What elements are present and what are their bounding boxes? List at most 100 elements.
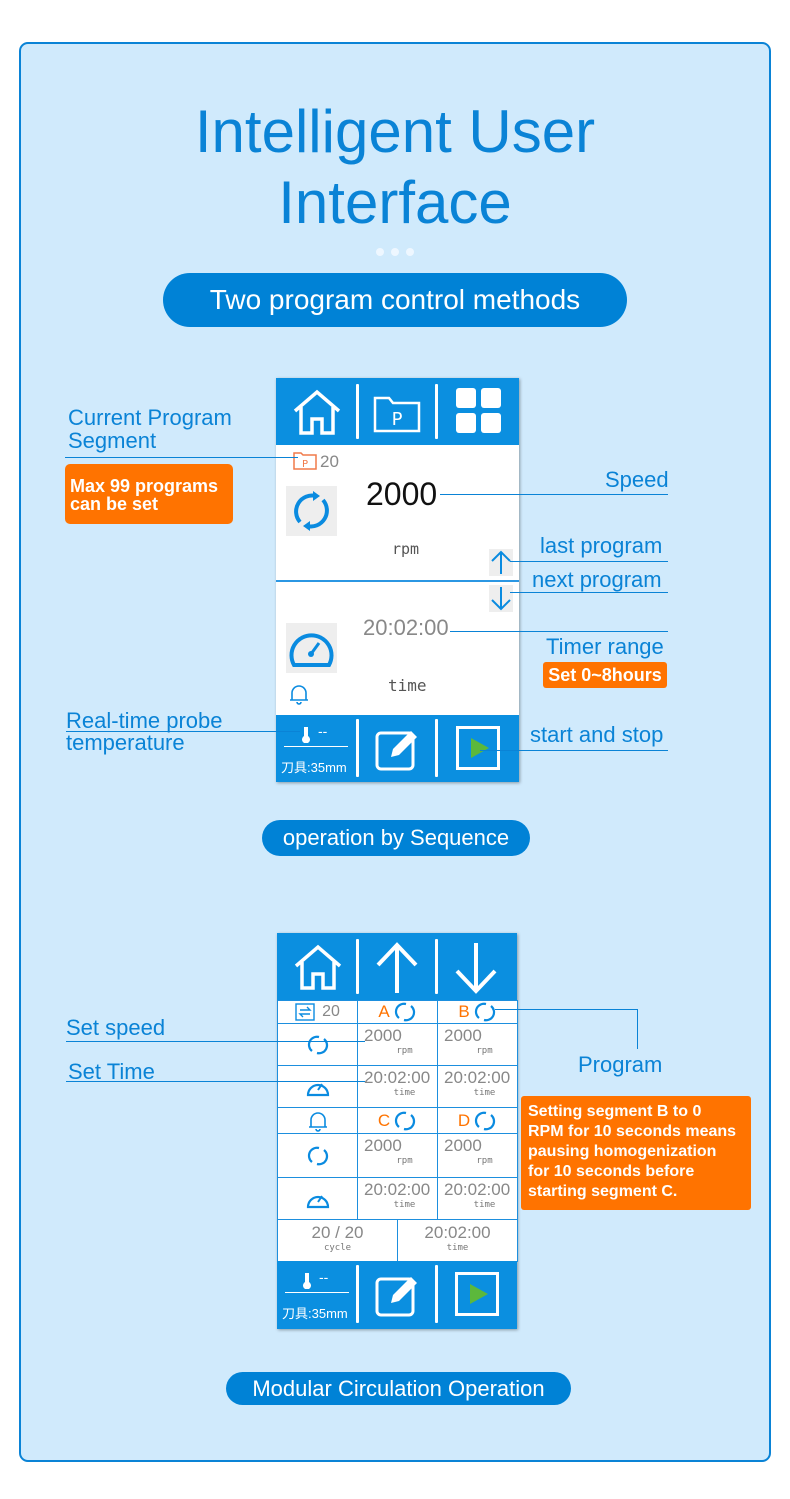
segment-label: D (457, 1110, 471, 1130)
segment-header-c[interactable]: C (357, 1107, 438, 1134)
menu-grid-icon[interactable] (456, 388, 502, 434)
time-value[interactable]: 20:02:00 (363, 615, 449, 640)
divider (356, 384, 359, 439)
start-stop-button[interactable] (456, 726, 500, 770)
gauge-icon (306, 1082, 329, 1096)
segment-header-b[interactable]: B (437, 1000, 518, 1024)
arrow-down-icon[interactable] (453, 941, 499, 995)
edit-icon[interactable] (373, 1271, 421, 1319)
divider (435, 1265, 438, 1323)
screen-header (277, 933, 517, 1000)
rotate-icon (474, 1002, 495, 1022)
timer-range-note: Set 0~8hours (543, 662, 667, 688)
play-icon (470, 1284, 488, 1304)
unit-label: cycle (323, 1243, 352, 1253)
bell-icon (308, 1111, 327, 1132)
leader-line (66, 731, 300, 732)
segment-note: Setting segment B to 0 RPM for 10 second… (521, 1096, 751, 1210)
total_time-value: 20:02:00 (424, 1223, 491, 1242)
divider (356, 939, 359, 994)
label-set-speed: Set speed (66, 1015, 166, 1040)
label-current-program-2: Segment (68, 428, 157, 453)
divider (435, 384, 438, 439)
segment-header-d[interactable]: D (437, 1107, 518, 1134)
note-line: can be set (70, 494, 159, 514)
cycle-count-cell: 20 (277, 1000, 358, 1024)
label-probe-temp-2: temperature (66, 730, 185, 755)
bell-icon[interactable] (288, 682, 310, 706)
rotate-icon (307, 1035, 328, 1054)
thermometer-icon (302, 727, 310, 743)
svg-text:P: P (302, 459, 308, 470)
thermometer-icon (303, 1273, 311, 1289)
section-pill: Two program control methods (163, 273, 627, 327)
speed-row-icon (277, 1133, 358, 1178)
divider (356, 719, 359, 777)
unit-label: time (393, 1200, 416, 1210)
speed-unit: rpm (392, 540, 420, 558)
leader-line (66, 1041, 365, 1042)
speed-icon-box (286, 486, 337, 536)
page-title-line1: Intelligent User (194, 98, 596, 165)
segment-speed: 2000 (364, 1136, 402, 1155)
leader-line (510, 592, 668, 593)
unit-label: time (473, 1200, 496, 1210)
segment-label: A (378, 1002, 390, 1021)
leader-line (637, 1009, 638, 1049)
note-line: Max 99 programs (70, 476, 219, 496)
leader-line (65, 457, 298, 458)
arrow-up-icon (491, 550, 511, 574)
start-stop-button[interactable] (455, 1272, 499, 1316)
leader-line (450, 631, 668, 632)
last-program-button[interactable] (489, 549, 513, 576)
segment-time: 20:02:00 (444, 1068, 511, 1087)
speed-row-icon (277, 1023, 358, 1066)
label-current-program-1: Current Program (68, 405, 232, 430)
leader-line (66, 1081, 365, 1082)
home-icon[interactable] (293, 943, 343, 991)
unit-label: rpm (476, 1156, 493, 1166)
decor-dot (391, 248, 399, 256)
edit-icon[interactable] (373, 725, 421, 773)
program-segment-value: 20 (320, 452, 339, 471)
program-folder-icon[interactable]: P (373, 395, 421, 433)
label-start-stop: start and stop (530, 722, 664, 747)
rotate-icon (294, 491, 329, 531)
tool-size: 刀具:35mm (281, 760, 347, 775)
next-program-button[interactable] (489, 585, 513, 612)
screen-header: P (276, 378, 519, 445)
leader-line (440, 494, 668, 495)
note-line: starting segment C. (528, 1183, 678, 1200)
label-last-program: last program (540, 533, 663, 558)
temperature-value: -- (318, 723, 328, 739)
leader-line (480, 750, 668, 751)
bell-cell[interactable] (277, 1107, 358, 1134)
gauge-icon (306, 1194, 329, 1208)
temperature-value: -- (319, 1269, 329, 1285)
label-timer-range: Timer range (546, 634, 664, 659)
decor-dot (406, 248, 414, 256)
divider (285, 1292, 349, 1293)
segment-label: B (458, 1002, 470, 1021)
rotate-icon (307, 1146, 328, 1165)
segment-header-a[interactable]: A (357, 1000, 438, 1024)
home-icon[interactable] (292, 388, 342, 436)
page-title-line2: Interface (278, 169, 512, 236)
segment-speed: 2000 (364, 1026, 402, 1045)
svg-text:P: P (392, 409, 403, 430)
rotate-icon (395, 1111, 416, 1130)
speed-value[interactable]: 2000 (366, 476, 438, 512)
arrow-up-icon[interactable] (374, 941, 420, 995)
unit-label: rpm (396, 1156, 413, 1166)
